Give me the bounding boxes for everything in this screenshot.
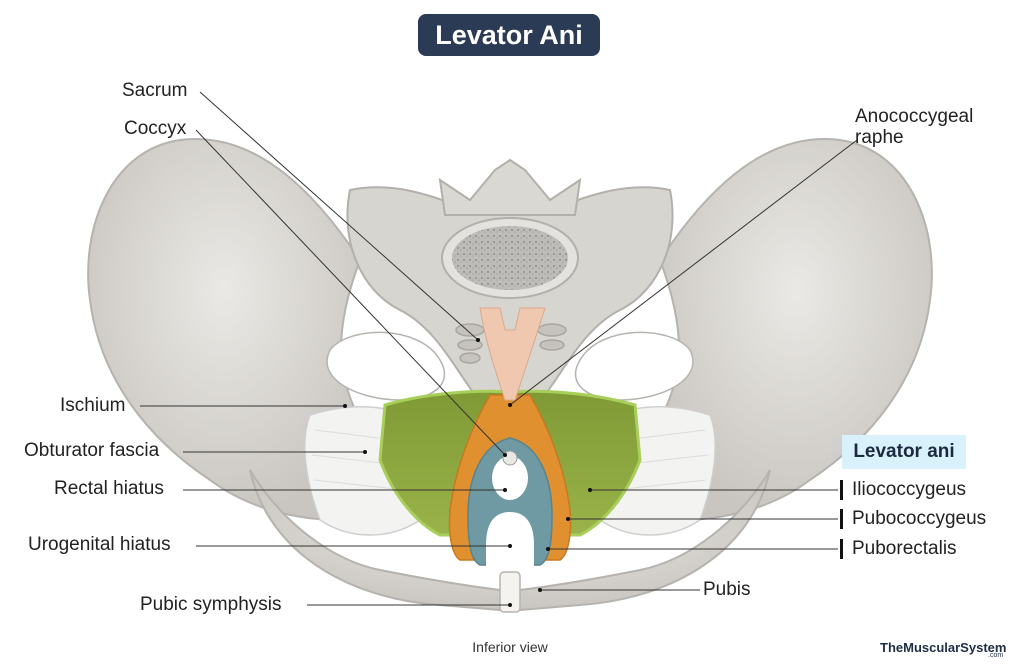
brand-suffix: .com [988,652,1004,659]
legend-title: Levator ani [842,435,966,469]
label-raphe: raphe [855,127,904,148]
legend-pubococcygeus: Pubococcygeus [852,508,987,529]
urogenital-hiatus [486,512,534,566]
right-obturator-foramen [574,331,694,401]
left-obturator-foramen [326,331,446,401]
label-sacrum: Sacrum [122,80,188,101]
label-anococcygeal: Anococcygeal [855,106,974,127]
coccyx-bone [455,323,567,364]
label-pubic-symphysis: Pubic symphysis [140,594,282,615]
label-coccyx: Coccyx [124,118,187,139]
legend-puborectalis: Puborectalis [852,538,957,559]
legend-bar [840,539,843,559]
legend-bar [840,509,843,529]
legend-bar [840,480,843,500]
vertebral-body-spongy [452,226,568,290]
vertebra-process [438,158,582,216]
brand-logo: TheMuscularSystem [880,640,1007,655]
rectal-hiatus [492,456,528,500]
label-rectal-hiatus: Rectal hiatus [54,478,164,499]
legend-iliococcygeus: Iliococcygeus [852,479,967,500]
label-obturator-fascia: Obturator fascia [24,440,160,461]
diagram-title: Levator Ani [418,14,600,56]
label-pubis: Pubis [703,579,751,600]
label-urogenital-hiatus: Urogenital hiatus [28,534,171,555]
leader-lines [140,91,858,606]
anococcygeal-raphe [479,307,546,401]
leader-dots [343,338,592,607]
view-caption: Inferior view [472,639,548,655]
pubic-symphysis-bone [499,571,521,613]
label-ischium: Ischium [60,395,126,416]
